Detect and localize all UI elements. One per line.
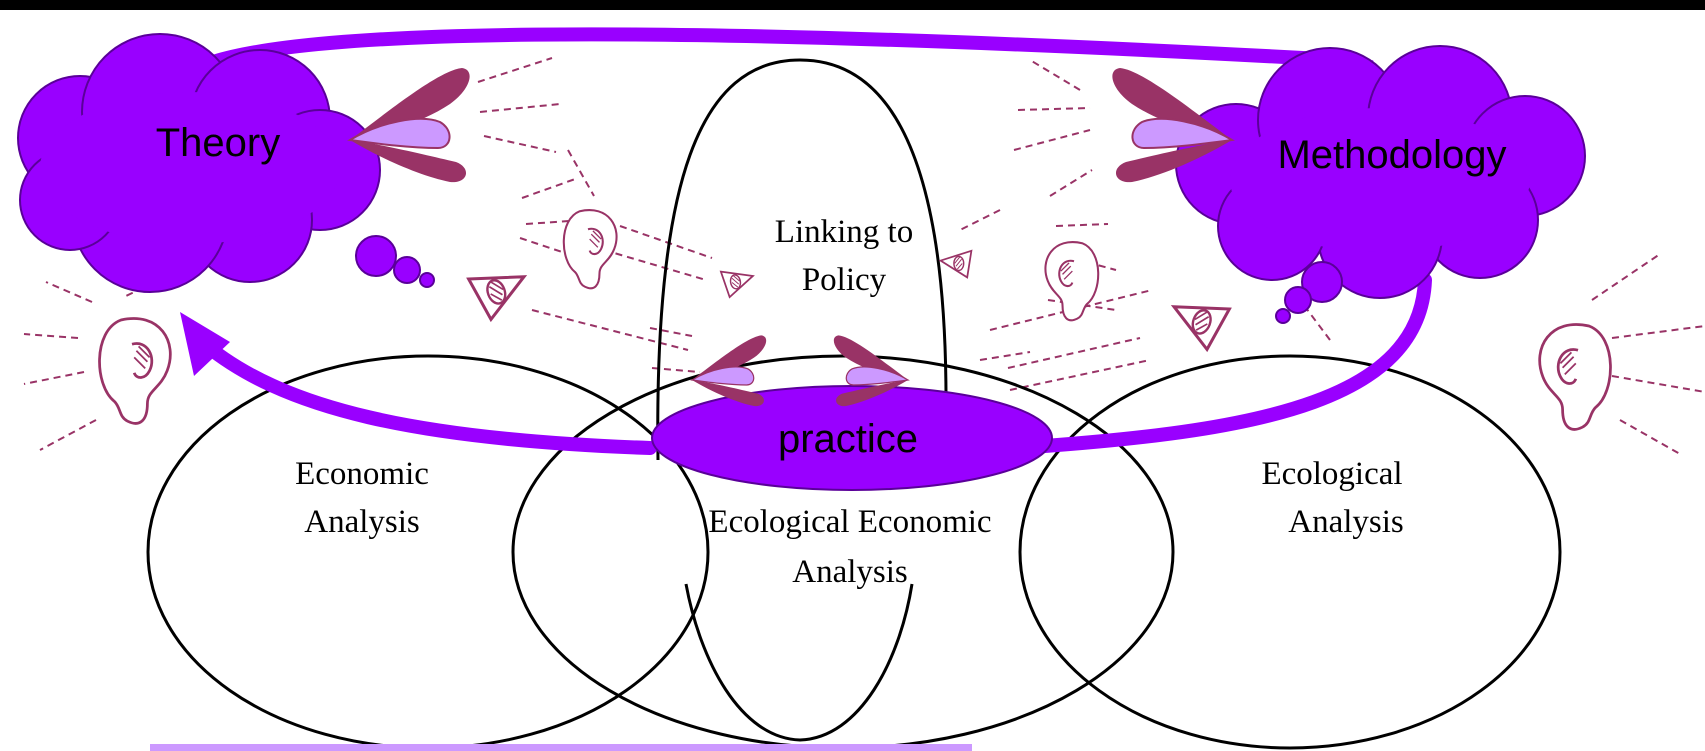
bottom-bar (150, 744, 972, 751)
ecoecon-label-line2: Analysis (792, 554, 908, 590)
policy-loop-bottom (684, 583, 914, 742)
ecological-label-line2: Analysis (1288, 504, 1404, 540)
mouth-icon (691, 334, 767, 407)
linking-label-line1: Linking to (775, 214, 913, 250)
economic-label-line1: Economic (295, 456, 429, 492)
ear-icon (1538, 323, 1612, 431)
top-frame (0, 0, 1705, 10)
practice-ellipse (651, 385, 1053, 491)
economic-ellipse (146, 354, 710, 750)
venn-ellipses (146, 58, 1562, 750)
theory-cloud-core (40, 92, 340, 244)
ear-icon (98, 317, 172, 425)
linking-label-line2: Policy (802, 262, 887, 298)
economic-label-line2: Analysis (304, 504, 420, 540)
eye-icon (467, 259, 536, 324)
arrow-theory-to-methodology (171, 27, 1347, 89)
eye-icon (720, 265, 757, 299)
eye-icon (1162, 289, 1231, 354)
arrow-practice-to-theory (193, 333, 657, 455)
arrow-practice-to-methodology (1038, 273, 1432, 453)
practice-label: practice (778, 417, 918, 461)
ecoecon-label-line1: Ecological Economic (708, 504, 991, 540)
methodology-label: Methodology (1277, 133, 1506, 177)
ear-icon (562, 209, 618, 290)
methodology-cloud-core (1230, 108, 1530, 252)
ecological-ellipse (1018, 354, 1562, 750)
arrowhead-theory (180, 312, 230, 376)
ear-icon (1044, 241, 1100, 322)
theory-label: Theory (156, 121, 281, 165)
ecological-label-line1: Ecological (1261, 456, 1402, 492)
policy-loop (656, 58, 948, 461)
eye-icon (939, 249, 973, 279)
